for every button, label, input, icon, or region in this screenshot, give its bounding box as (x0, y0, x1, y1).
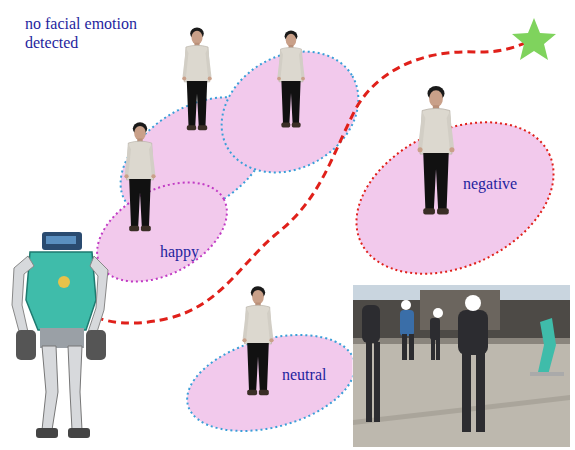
zone-outline (345, 118, 563, 280)
robot (12, 232, 108, 438)
photo-inset (353, 285, 570, 447)
emotion-label: negative (463, 175, 517, 193)
goal-star (512, 18, 556, 60)
emotion-zone: neutral (180, 330, 362, 436)
emotion-zone: negative (345, 118, 563, 280)
undetected-zones (99, 28, 380, 244)
emotion-label: neutral (282, 366, 326, 384)
emotion-zone: happy (88, 178, 240, 288)
zone-outline (88, 178, 240, 288)
note-label: no facial emotion detected (25, 14, 173, 52)
robot-path (62, 40, 532, 323)
emotion-label: happy (160, 243, 199, 261)
people (124, 27, 454, 395)
zone-outline (180, 330, 362, 436)
